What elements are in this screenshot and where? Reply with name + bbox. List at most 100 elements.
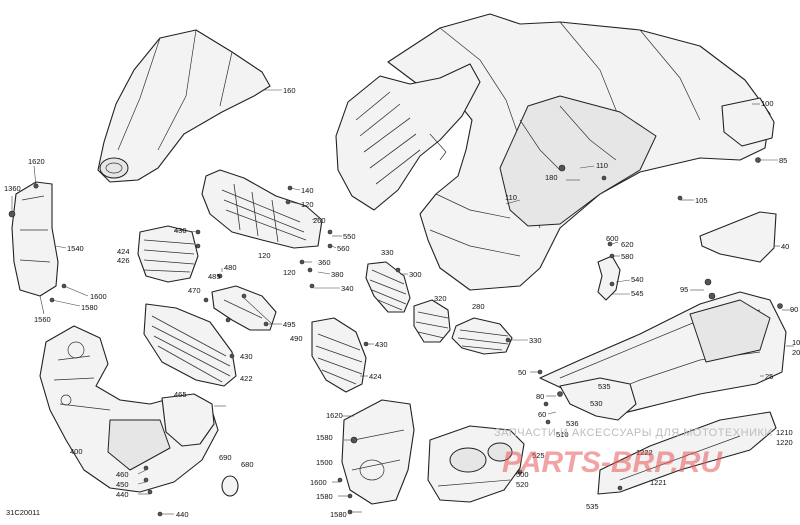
callout-1540: 1540 [67, 244, 84, 253]
callout-1210: 1210 [776, 428, 793, 437]
lower-grille-422-part [143, 303, 237, 387]
callout-680: 680 [241, 460, 254, 469]
callout-60: 60 [538, 410, 546, 419]
callout-1221: 1221 [650, 478, 667, 487]
callout-620: 620 [621, 240, 634, 249]
callout-160: 160 [283, 86, 296, 95]
grille-support-part [201, 169, 323, 249]
callout-1620: 1620 [28, 157, 45, 166]
callout-426: 426 [117, 256, 130, 265]
callout-500: 500 [516, 470, 529, 479]
callout-400: 400 [70, 447, 83, 456]
callout-140: 140 [301, 186, 314, 195]
callout-380: 380 [331, 270, 344, 279]
callout-600: 600 [606, 234, 619, 243]
callout-440: 440 [176, 510, 189, 519]
callout-422: 422 [240, 374, 253, 383]
callout-40: 40 [781, 242, 789, 251]
callout-50: 50 [518, 368, 526, 377]
watermark-line2: PARTS-BRP.RU [502, 446, 723, 479]
callout-110: 110 [596, 161, 608, 170]
side-panel-1540-part [11, 181, 59, 297]
callout-580: 580 [621, 252, 634, 261]
callout-465: 465 [174, 390, 187, 399]
mesh-grille-424-part [311, 317, 367, 393]
callout-430: 430 [174, 226, 187, 235]
callout-10: 10 [792, 338, 800, 347]
callout-430: 430 [240, 352, 253, 361]
corner-panel-40-part [699, 211, 777, 263]
lower-side-panel-1210-part [597, 411, 777, 495]
callout-300: 300 [409, 270, 422, 279]
pad-690-part [221, 475, 239, 497]
callout-1580: 1580 [81, 303, 98, 312]
callout-105: 105 [695, 196, 708, 205]
callout-424: 424 [369, 372, 382, 381]
bumper-bracket-465-part [161, 393, 215, 447]
callout-1620: 1620 [326, 411, 343, 420]
grille-320-part [413, 299, 451, 343]
callout-120: 120 [301, 200, 314, 209]
callout-1600: 1600 [90, 292, 107, 301]
callout-430: 430 [375, 340, 388, 349]
callout-120: 120 [283, 268, 296, 277]
watermark: ЗАПЧАСТИ И АКСЕССУАРЫ ДЛЯ МОТОТЕХНИКИ PA… [494, 427, 773, 479]
callout-690: 690 [219, 453, 232, 462]
fender-flare-530-part [559, 377, 637, 421]
callout-80: 80 [536, 392, 544, 401]
leader-lines [11, 89, 794, 515]
callout-330: 330 [529, 336, 542, 345]
callout-360: 360 [318, 258, 331, 267]
callout-1580: 1580 [316, 433, 333, 442]
callout-labels: 160 100 85 110 180 110 105 140 120 260 5… [4, 86, 800, 519]
left-grille-424-part [137, 225, 199, 283]
callout-525: 525 [532, 451, 545, 460]
callout-90: 90 [790, 305, 798, 314]
callout-535: 535 [586, 502, 599, 511]
headlight-housing-part [427, 425, 525, 503]
callout-470: 470 [188, 286, 201, 295]
callout-540: 540 [631, 275, 644, 284]
callout-180: 180 [545, 173, 558, 182]
callout-260: 260 [313, 216, 326, 225]
callout-1220: 1220 [776, 438, 793, 447]
grille-280-part [451, 317, 513, 355]
callout-480: 480 [224, 263, 237, 272]
bracket-490-part [211, 285, 277, 331]
grille-300-part [365, 261, 411, 313]
callout-424: 424 [117, 247, 130, 256]
callout-485: 485 [208, 272, 221, 281]
callout-1500: 1500 [316, 458, 333, 467]
callout-110: 110 [505, 193, 517, 202]
callout-520: 520 [516, 480, 529, 489]
callout-440: 440 [116, 490, 129, 499]
watermark-line1: ЗАПЧАСТИ И АКСЕССУАРЫ ДЛЯ МОТОТЕХНИКИ [494, 427, 773, 439]
callout-85: 85 [779, 156, 787, 165]
callout-25: 25 [765, 372, 773, 381]
front-bumper-400-part [39, 325, 219, 493]
hood-side-panel-part [335, 63, 481, 211]
callout-1600: 1600 [310, 478, 327, 487]
callout-495: 495 [283, 320, 296, 329]
callout-330: 330 [381, 248, 394, 257]
callout-450: 450 [116, 480, 129, 489]
diagram-code: 31C20011 [6, 508, 40, 517]
callout-1580: 1580 [316, 492, 333, 501]
callout-120: 120 [258, 251, 271, 260]
callout-545: 545 [631, 289, 644, 298]
callout-460: 460 [116, 470, 129, 479]
callout-320: 320 [434, 294, 447, 303]
callout-536: 536 [566, 419, 579, 428]
callout-95: 95 [680, 285, 688, 294]
callout-100: 100 [761, 99, 774, 108]
front-fascia-part [97, 29, 271, 183]
callout-1222: 1222 [636, 448, 653, 457]
callout-280: 280 [472, 302, 485, 311]
callout-550: 550 [343, 232, 356, 241]
callout-1580: 1580 [330, 510, 347, 519]
callout-510: 510 [556, 430, 569, 439]
callout-535: 535 [598, 382, 611, 391]
callout-1560: 1560 [34, 315, 51, 324]
